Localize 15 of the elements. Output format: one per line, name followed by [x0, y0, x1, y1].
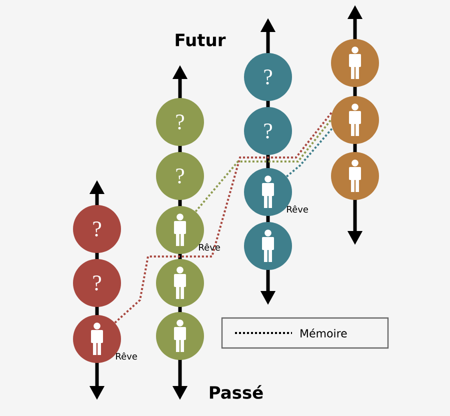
- title-text: Futur: [176, 34, 226, 46]
- dream-label: Rêve: [287, 205, 308, 213]
- person-circle: [331, 39, 379, 87]
- person-circle: [331, 96, 379, 144]
- person-circle: [244, 222, 292, 270]
- person-circle: [331, 152, 379, 200]
- title-text: Passé: [210, 385, 263, 399]
- memory-trail: [194, 119, 332, 212]
- person-circle: [156, 312, 204, 360]
- legend-box: Mémoire: [221, 317, 389, 349]
- dream-label: Rêve: [199, 243, 220, 251]
- dream-label: Rêve: [116, 352, 137, 360]
- memory-trail: [286, 128, 334, 178]
- person-circle: [156, 259, 204, 307]
- memory-trail: [114, 111, 334, 324]
